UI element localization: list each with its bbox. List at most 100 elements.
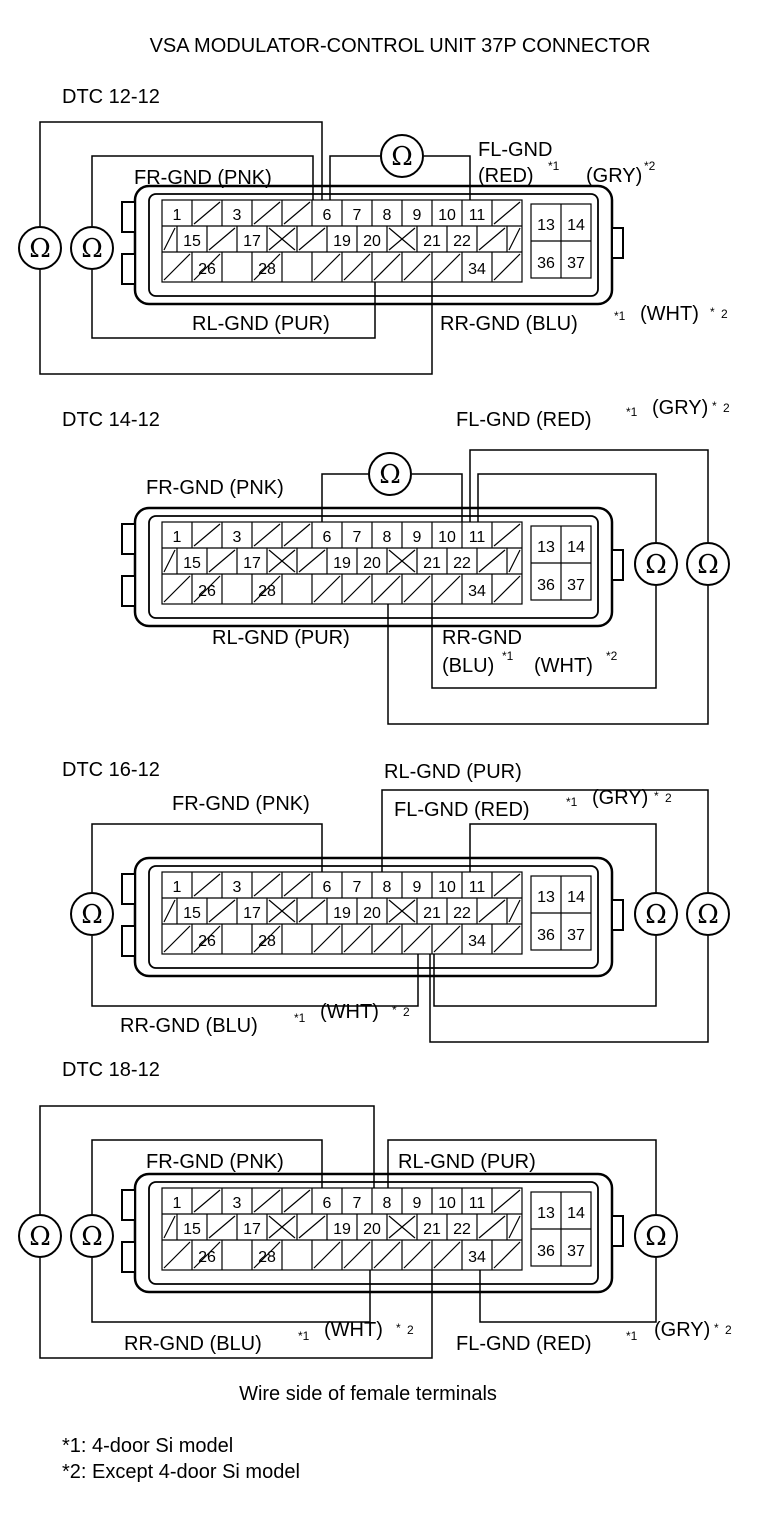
footnote-mark: 2 [725, 1323, 732, 1337]
wire-rl [381, 789, 709, 892]
fr-gnd-label: FR-GND (PNK) [146, 477, 284, 499]
terminal-10: 10 [438, 207, 456, 224]
terminal-15: 15 [183, 233, 201, 250]
footnote-mark: 2 [721, 307, 728, 321]
ohmmeter-circle [686, 542, 730, 586]
terminal-34: 34 [468, 583, 486, 600]
ohm-symbol: Ω [645, 900, 667, 930]
ohm-symbol: Ω [29, 1222, 51, 1252]
terminal-11: 11 [469, 529, 486, 546]
terminal-37: 37 [567, 577, 585, 594]
ohmmeter-top: Ω [380, 134, 424, 178]
terminal-10: 10 [438, 529, 456, 546]
note-2: *2: Except 4-door Si model [62, 1461, 300, 1483]
rr-gnd-wht-label: (WHT) [320, 1001, 379, 1023]
ohmmeter-right-inner: Ω [634, 542, 678, 586]
ohmmeter-circle [18, 226, 62, 270]
terminal-26: 26 [198, 261, 216, 278]
footnote-mark: *2 [644, 159, 656, 173]
terminal-22: 22 [453, 233, 471, 250]
terminal-34: 34 [468, 933, 486, 950]
ohm-symbol: Ω [81, 1222, 103, 1252]
ohmmeter-left-inner: Ω [70, 226, 114, 270]
ohm-symbol: Ω [645, 550, 667, 580]
wire-fr [91, 823, 323, 892]
terminal-6: 6 [323, 207, 332, 224]
terminal-14: 14 [567, 889, 585, 906]
terminal-28: 28 [258, 261, 276, 278]
terminal-36: 36 [537, 927, 555, 944]
terminal-28: 28 [258, 583, 276, 600]
fr-gnd-label: FR-GND (PNK) [134, 167, 272, 189]
terminal-36: 36 [537, 577, 555, 594]
caption: Wire side of female terminals [239, 1383, 497, 1405]
terminal-10: 10 [438, 1195, 456, 1212]
terminal-3: 3 [233, 529, 242, 546]
terminal-22: 22 [453, 555, 471, 572]
fl-gnd-gry-label: (GRY) [652, 397, 708, 419]
wire-rl [91, 270, 376, 339]
fr-gnd-label: FR-GND (PNK) [146, 1151, 284, 1173]
terminal-20: 20 [363, 233, 381, 250]
rr-gnd-wht-label: (WHT) [324, 1319, 383, 1341]
terminal-3: 3 [233, 207, 242, 224]
wire-fr-meter [321, 473, 368, 522]
ohmmeter-circle [70, 226, 114, 270]
ohm-symbol: Ω [81, 234, 103, 264]
ohmmeter-left-outer: Ω [18, 226, 62, 270]
fr-gnd-label: FR-GND (PNK) [172, 793, 310, 815]
ohmmeter-right: Ω [634, 1214, 678, 1258]
wire-rr-inner [91, 1258, 371, 1323]
terminal-14: 14 [567, 217, 585, 234]
wire-rr [431, 586, 657, 689]
wire-fr [91, 1139, 323, 1214]
terminal-22: 22 [453, 1221, 471, 1238]
footnote-mark: *1 [626, 405, 638, 419]
terminal-15: 15 [183, 555, 201, 572]
terminal-3: 3 [233, 879, 242, 896]
footnote-mark: * [710, 305, 715, 319]
ohmmeter-top: Ω [368, 452, 412, 496]
wire-fr-inner [91, 155, 314, 226]
footnote-mark: * [396, 1321, 401, 1335]
footnote-mark: *1 [626, 1329, 638, 1343]
terminal-13: 13 [537, 1205, 555, 1222]
wire-fl-meter [424, 155, 471, 200]
terminal-13: 13 [537, 889, 555, 906]
wire-fl-outer [469, 449, 709, 542]
rr-gnd-wht-label: (WHT) [534, 655, 593, 677]
rr-gnd-label: RR-GND (BLU) [124, 1333, 262, 1355]
footnote-mark: 2 [665, 791, 672, 805]
dtc-label: DTC 18-12 [62, 1059, 160, 1081]
ohmmeter-circle [634, 892, 678, 936]
rl-gnd-label: RL-GND (PUR) [384, 761, 522, 783]
rr-gnd-wht-label: (WHT) [640, 303, 699, 325]
rr-gnd-label: RR-GND (BLU) [120, 1015, 258, 1037]
wire-fl-bottom [479, 1258, 657, 1323]
rr-gnd-blu-label: (BLU) [442, 655, 494, 677]
dtc-label: DTC 16-12 [62, 759, 160, 781]
terminal-26: 26 [198, 583, 216, 600]
ohmmeter-circle [634, 1214, 678, 1258]
terminal-1: 1 [173, 529, 182, 546]
terminal-9: 9 [413, 529, 422, 546]
wire-rl-outer [39, 1105, 375, 1214]
terminal-9: 9 [413, 1195, 422, 1212]
ohmmeter-circle [18, 1214, 62, 1258]
wire-fr-meter [329, 155, 380, 200]
fl-gnd-gry-label: (GRY) [586, 165, 642, 187]
terminal-11: 11 [469, 879, 486, 896]
terminal-8: 8 [383, 529, 392, 546]
ohmmeter-right-inner: Ω [634, 892, 678, 936]
ohmmeter-right-outer: Ω [686, 892, 730, 936]
footnote-mark: *1 [294, 1011, 306, 1025]
dtc-label: DTC 14-12 [62, 409, 160, 431]
terminal-36: 36 [537, 1243, 555, 1260]
wire-fl-top [387, 1139, 657, 1214]
footnote-mark: * [392, 1003, 397, 1017]
terminal-21: 21 [423, 905, 441, 922]
fl-gnd-label: FL-GND (RED) [456, 409, 592, 431]
ohmmeter-circle [70, 1214, 114, 1258]
